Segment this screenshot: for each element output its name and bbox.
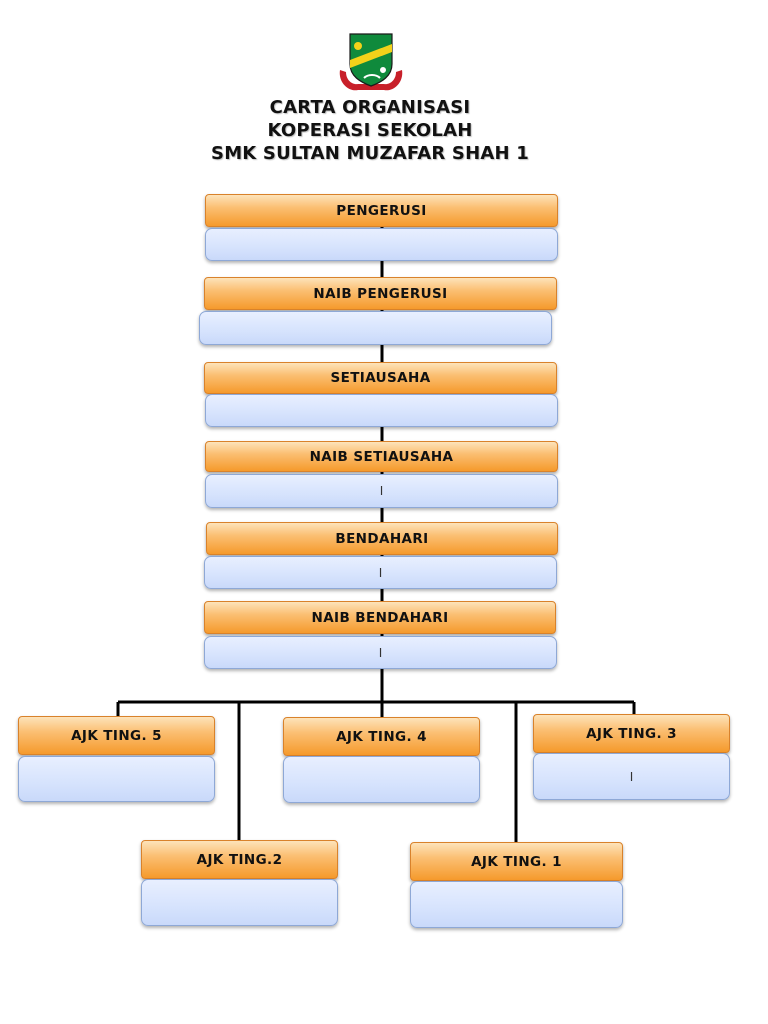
name-box-naib-bendahari: I (204, 636, 557, 669)
name-box-ajk-ting-5 (18, 756, 215, 802)
title-line-1: CARTA ORGANISASI (269, 97, 471, 118)
role-box-ajk-ting-1: AJK TING. 1 (410, 842, 623, 881)
name-box-ajk-ting-1 (410, 881, 623, 928)
name-box-ajk-ting-4 (283, 756, 480, 803)
name-box-ajk-ting-3: I (533, 753, 730, 800)
title-line-2: KOPERASI SEKOLAH (267, 120, 473, 141)
role-box-pengerusi: PENGERUSI (205, 194, 558, 227)
role-box-naib-pengerusi: NAIB PENGERUSI (204, 277, 557, 310)
name-box-ajk-ting-2 (141, 879, 338, 926)
name-box-bendahari: I (204, 556, 557, 589)
role-box-naib-setiausaha: NAIB SETIAUSAHA (205, 441, 558, 472)
name-box-setiausaha (205, 394, 558, 427)
chart-title: CARTA ORGANISASI KOPERASI SEKOLAH SMK SU… (0, 96, 740, 165)
role-box-bendahari: BENDAHARI (206, 522, 558, 555)
role-box-ajk-ting-5: AJK TING. 5 (18, 716, 215, 755)
school-crest-icon (339, 33, 403, 91)
title-line-3: SMK SULTAN MUZAFAR SHAH 1 (211, 143, 529, 164)
name-box-pengerusi (205, 228, 558, 261)
role-box-setiausaha: SETIAUSAHA (204, 362, 557, 394)
role-box-naib-bendahari: NAIB BENDAHARI (204, 601, 556, 634)
role-box-ajk-ting-4: AJK TING. 4 (283, 717, 480, 756)
role-box-ajk-ting-2: AJK TING.2 (141, 840, 338, 879)
name-box-naib-setiausaha: I (205, 474, 558, 508)
name-box-naib-pengerusi (199, 311, 552, 345)
role-box-ajk-ting-3: AJK TING. 3 (533, 714, 730, 753)
